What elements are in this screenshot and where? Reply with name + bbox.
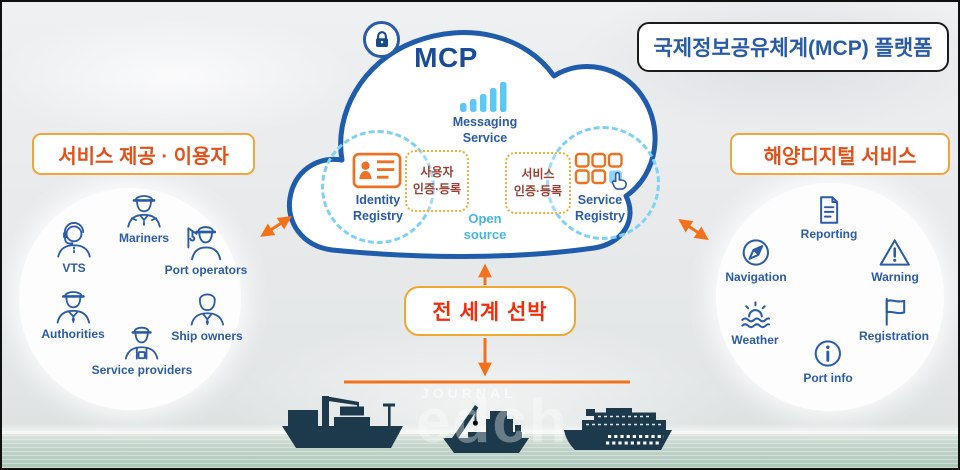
weather-icon bbox=[740, 301, 770, 329]
stakeholder-port-operators: Port operators bbox=[164, 222, 248, 277]
port-operator-icon bbox=[187, 226, 222, 261]
messaging-service-label: Messaging Service bbox=[452, 115, 518, 145]
identity-registry-label: Identity Registry bbox=[352, 193, 404, 223]
service-reporting: Reporting bbox=[800, 194, 858, 241]
open-source-label: Open source bbox=[463, 211, 507, 243]
authority-icon bbox=[56, 291, 90, 324]
service-label: Registration bbox=[858, 329, 930, 343]
service-label: Navigation bbox=[725, 270, 787, 284]
port-info-icon bbox=[814, 340, 842, 367]
stakeholder-service-providers: Service providers bbox=[91, 322, 193, 377]
service-port-info: Port info bbox=[803, 337, 853, 385]
providers-circle bbox=[19, 188, 241, 410]
services-circle bbox=[716, 183, 944, 411]
world-ships-box: 전 세계 선박 bbox=[404, 286, 576, 336]
warning-triangle-icon bbox=[879, 239, 911, 266]
stakeholder-label: Port operators bbox=[164, 263, 248, 277]
service-weather: Weather bbox=[731, 299, 779, 347]
stakeholder-label: Mariners bbox=[118, 231, 170, 245]
vts-headset-icon bbox=[57, 222, 91, 258]
stakeholder-vts: VTS bbox=[53, 220, 95, 275]
lock-icon bbox=[363, 21, 400, 58]
service-grid-icon bbox=[574, 152, 627, 190]
registration-flag-icon bbox=[885, 297, 905, 326]
service-label: Reporting bbox=[800, 227, 858, 241]
reporting-doc-icon bbox=[820, 196, 839, 224]
stakeholder-mariners: Mariners bbox=[119, 190, 169, 245]
horizon-haze bbox=[2, 424, 958, 434]
services-title-box: 해양디지털 서비스 bbox=[730, 133, 950, 175]
service-warning: Warning bbox=[871, 236, 919, 284]
id-card-icon bbox=[352, 152, 402, 189]
mariner-icon bbox=[127, 195, 161, 228]
service-label: Weather bbox=[731, 333, 779, 347]
stakeholder-label: Service providers bbox=[91, 363, 193, 377]
service-registry-label: Service Registry bbox=[574, 193, 626, 223]
providers-title-box: 서비스 제공 · 이용자 bbox=[32, 133, 255, 175]
arrow-providers-cloud bbox=[260, 216, 292, 237]
service-auth-box: 서비스 인증·등록 bbox=[505, 152, 571, 214]
service-registration: Registration bbox=[859, 295, 929, 343]
service-label: Warning bbox=[871, 270, 919, 284]
bar-chart-icon bbox=[460, 82, 507, 112]
service-navigation: Navigation bbox=[725, 236, 787, 284]
arrow-cloud-services bbox=[678, 219, 709, 240]
cloud-title: MCP bbox=[414, 42, 478, 73]
service-label: Port info bbox=[803, 371, 853, 385]
platform-title-box: 국제정보공유체계(MCP) 플랫폼 bbox=[637, 22, 949, 72]
service-provider-icon bbox=[125, 326, 159, 360]
stakeholder-label: VTS bbox=[62, 261, 86, 275]
user-auth-box: 사용자 인증·등록 bbox=[405, 150, 469, 212]
navigation-compass-icon bbox=[742, 239, 770, 266]
